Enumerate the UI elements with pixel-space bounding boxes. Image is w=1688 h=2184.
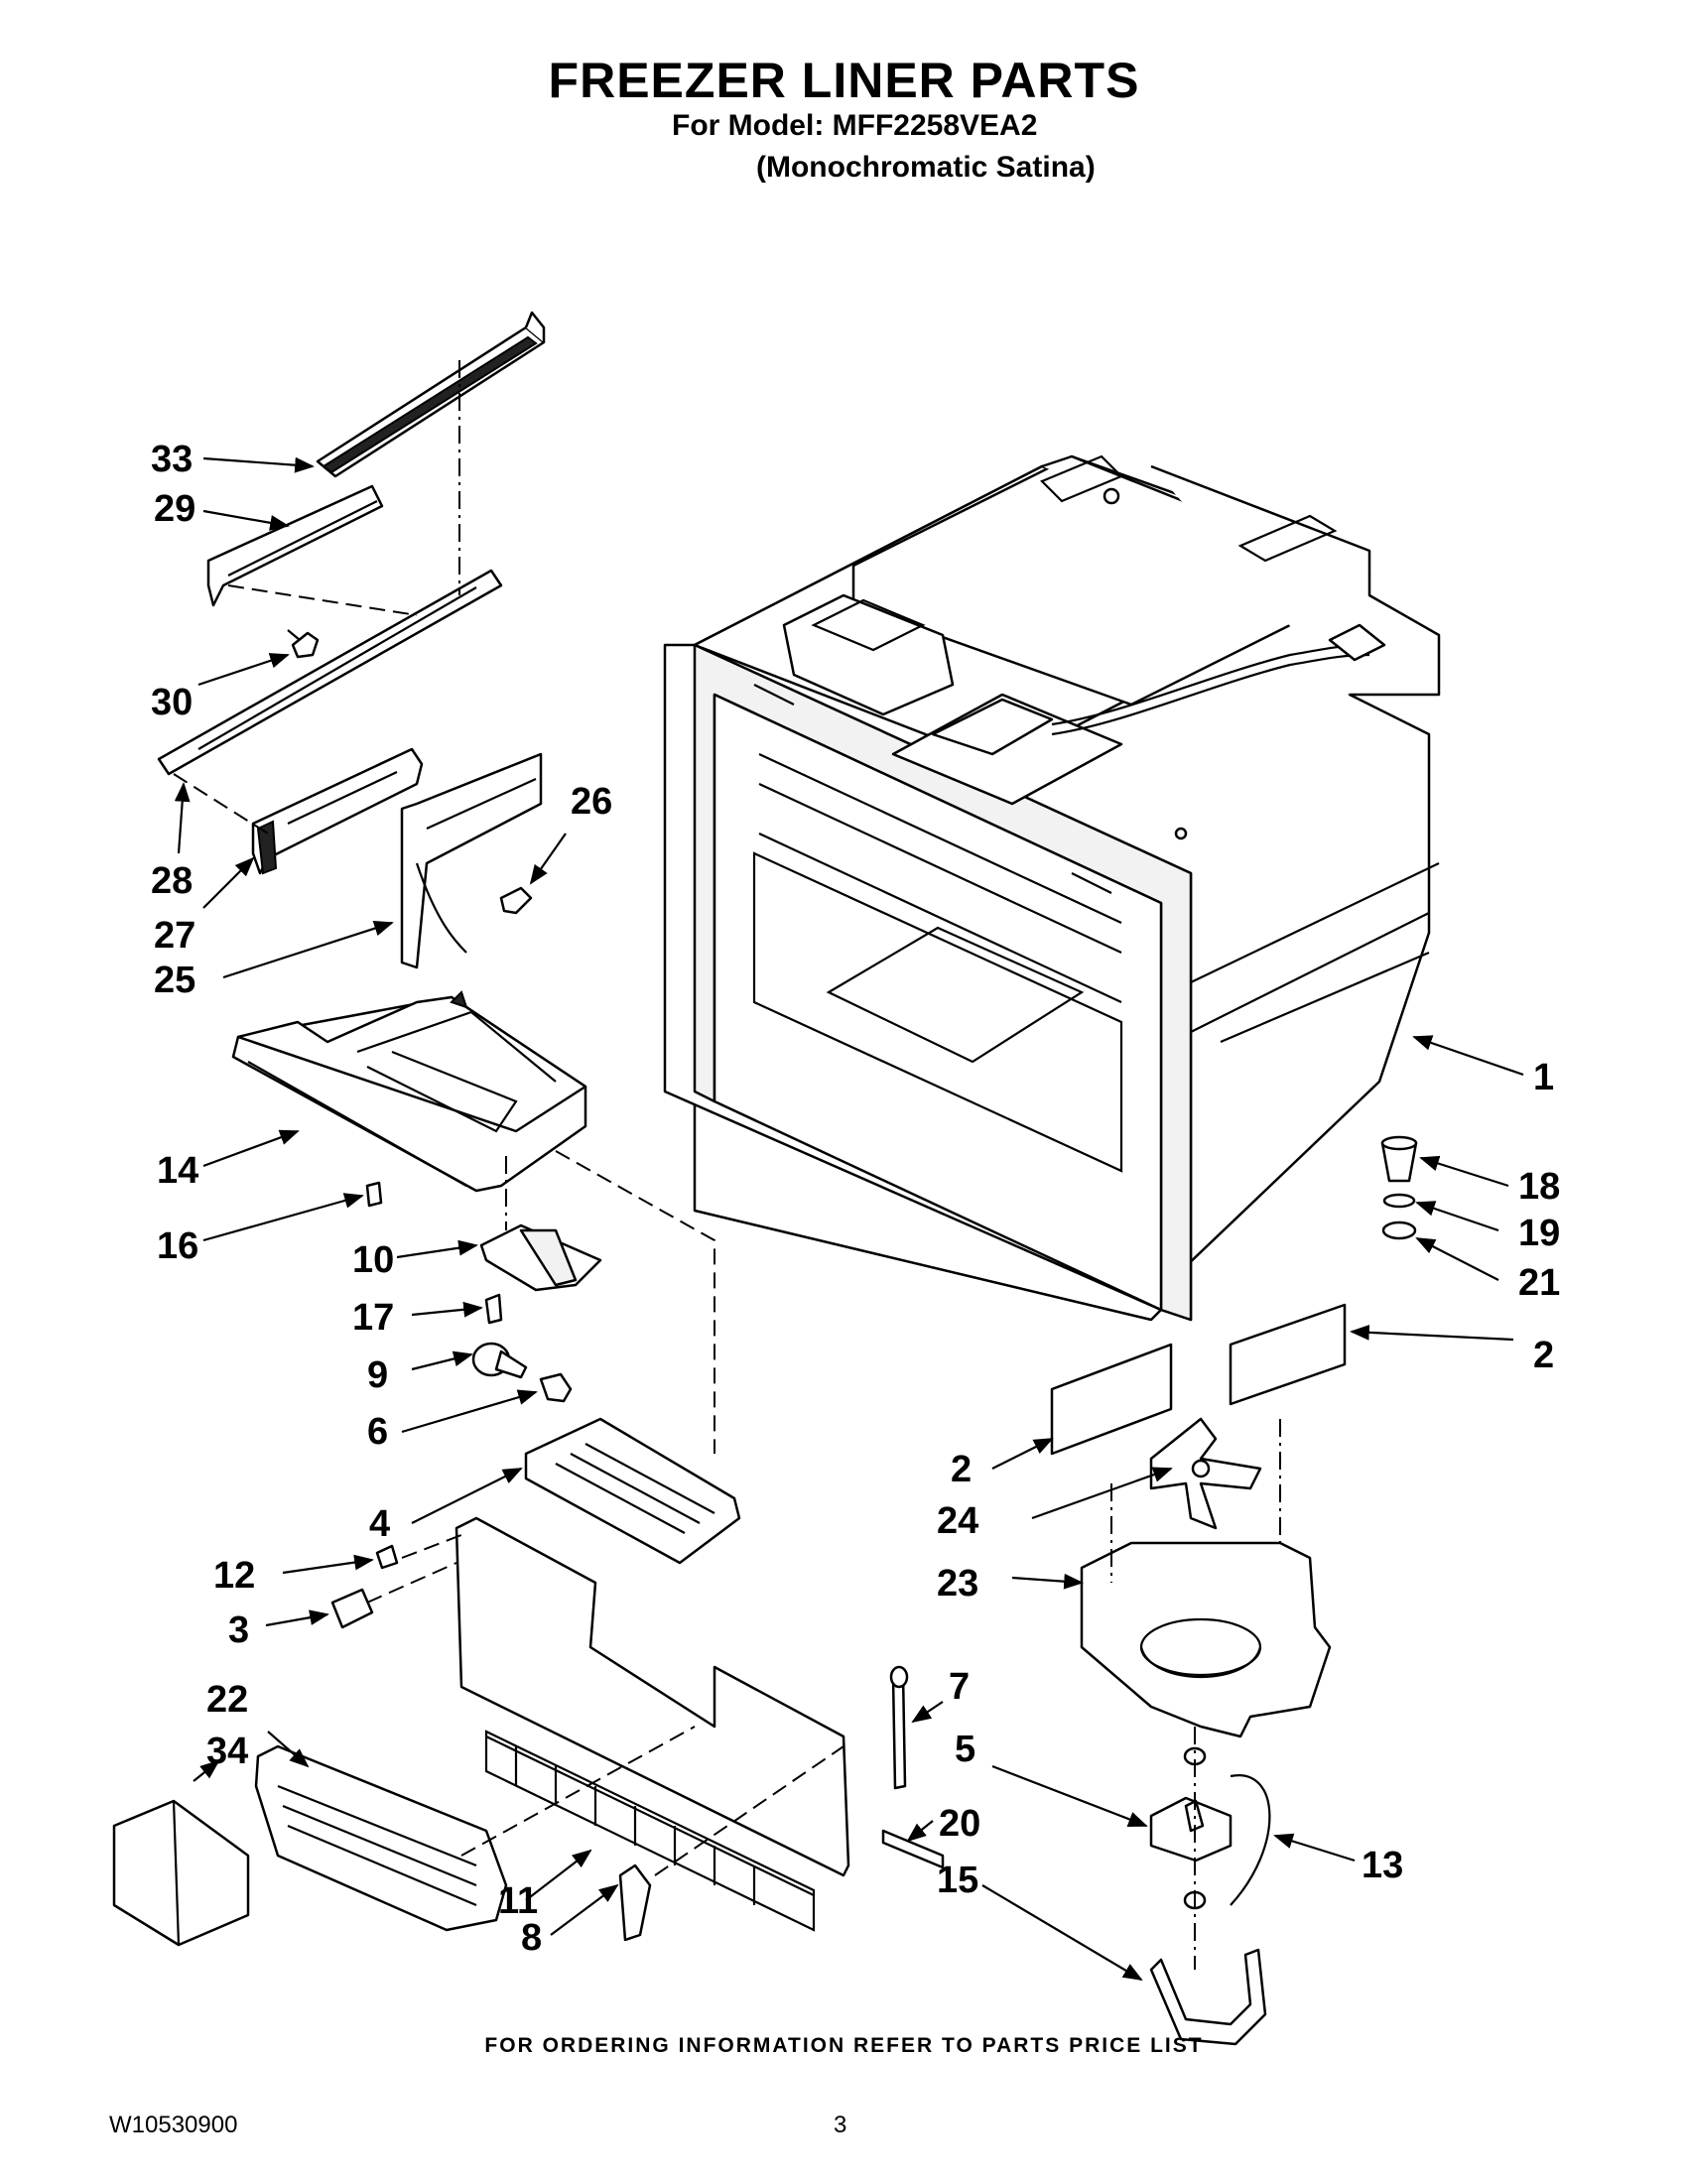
fan-grommet-18: [1380, 1135, 1418, 1183]
screw-26: [499, 886, 533, 915]
foam-block-2a: [1229, 1303, 1347, 1406]
callout-21: 21: [1518, 1262, 1560, 1304]
alignment-line: [173, 773, 269, 835]
screw-12: [375, 1544, 399, 1570]
light-socket-6: [539, 1372, 573, 1403]
light-housing-10: [479, 1223, 602, 1292]
callout-33: 33: [151, 439, 193, 480]
freezer-liner: [663, 454, 1441, 1322]
ordering-note: FOR ORDERING INFORMATION REFER TO PARTS …: [484, 2034, 1204, 2057]
callout-23: 23: [937, 1563, 978, 1605]
callout-16: 16: [157, 1225, 198, 1267]
alignment-line: [366, 1562, 457, 1604]
callout-14: 14: [157, 1150, 198, 1192]
callout-19: 19: [1518, 1213, 1560, 1254]
bracket-15: [1149, 1948, 1267, 2046]
callout-5: 5: [955, 1729, 975, 1770]
harness-13: [1230, 1774, 1271, 1906]
thermistor-7: [889, 1665, 909, 1790]
fan-shroud-23: [1080, 1541, 1332, 1738]
bracket-29: [206, 484, 384, 607]
callout-10: 10: [352, 1239, 394, 1281]
callout-27: 27: [154, 915, 195, 957]
alignment-line: [460, 1726, 696, 1857]
callout-9: 9: [367, 1354, 388, 1396]
document-number: W10530900: [109, 2112, 238, 2138]
fan-blade-24: [1149, 1417, 1262, 1530]
callout-24: 24: [937, 1500, 978, 1542]
foam-strip-20: [881, 1829, 945, 1869]
pad-21: [1381, 1220, 1417, 1240]
alignment-line: [654, 1745, 844, 1876]
switch-3: [330, 1588, 374, 1629]
screw-17: [484, 1293, 503, 1325]
ring-19: [1382, 1193, 1416, 1209]
callout-17: 17: [352, 1297, 394, 1339]
callout-13: 13: [1362, 1845, 1403, 1886]
callout-1: 1: [1533, 1057, 1554, 1098]
callout-29: 29: [154, 488, 195, 530]
light-shield-4: [524, 1417, 741, 1565]
callout-2: 2: [951, 1449, 972, 1490]
screw-30: [287, 629, 320, 659]
callout-6: 6: [367, 1411, 388, 1453]
fan-motor-5: [1149, 1746, 1233, 1910]
clip-8: [618, 1863, 652, 1942]
bracket-25: [400, 752, 543, 969]
callout-4: 4: [369, 1503, 390, 1545]
leader-lines: [174, 456, 1524, 1982]
page-number: 3: [834, 2112, 847, 2138]
callout-20: 20: [939, 1803, 980, 1845]
cover-34: [112, 1799, 250, 1947]
callout-34: 34: [206, 1731, 248, 1772]
callout-25: 25: [154, 960, 195, 1001]
rear-panel: [454, 1516, 850, 1896]
callout-2: 2: [1533, 1335, 1554, 1376]
front-grille-22: [254, 1744, 508, 1932]
callout-28: 28: [151, 860, 193, 902]
callout-8: 8: [521, 1917, 542, 1959]
alignment-line: [401, 1532, 467, 1559]
rail-cover-33: [316, 311, 546, 478]
callout-7: 7: [949, 1666, 970, 1708]
callout-11: 11: [498, 1880, 538, 1922]
light-bulb-9: [471, 1342, 528, 1379]
callout-22: 22: [206, 1679, 248, 1721]
rail-28: [157, 569, 503, 776]
callout-12: 12: [213, 1555, 255, 1597]
callout-26: 26: [571, 781, 612, 823]
callout-18: 18: [1518, 1166, 1560, 1208]
alignment-line: [227, 584, 418, 616]
model-line: For Model: MFF2258VEA2: [672, 109, 1038, 142]
foam-block-2b: [1050, 1343, 1173, 1456]
alignment-line: [555, 1150, 715, 1454]
clip-16: [365, 1181, 383, 1208]
callout-30: 30: [151, 682, 193, 723]
rear-grille-11: [484, 1730, 816, 1932]
page-title: FREEZER LINER PARTS: [548, 53, 1140, 108]
callout-15: 15: [937, 1860, 978, 1901]
variant-line: (Monochromatic Satina): [756, 151, 1096, 184]
bracket-27: [251, 747, 424, 875]
callout-3: 3: [228, 1609, 249, 1651]
air-duct-cover-14: [231, 990, 587, 1193]
